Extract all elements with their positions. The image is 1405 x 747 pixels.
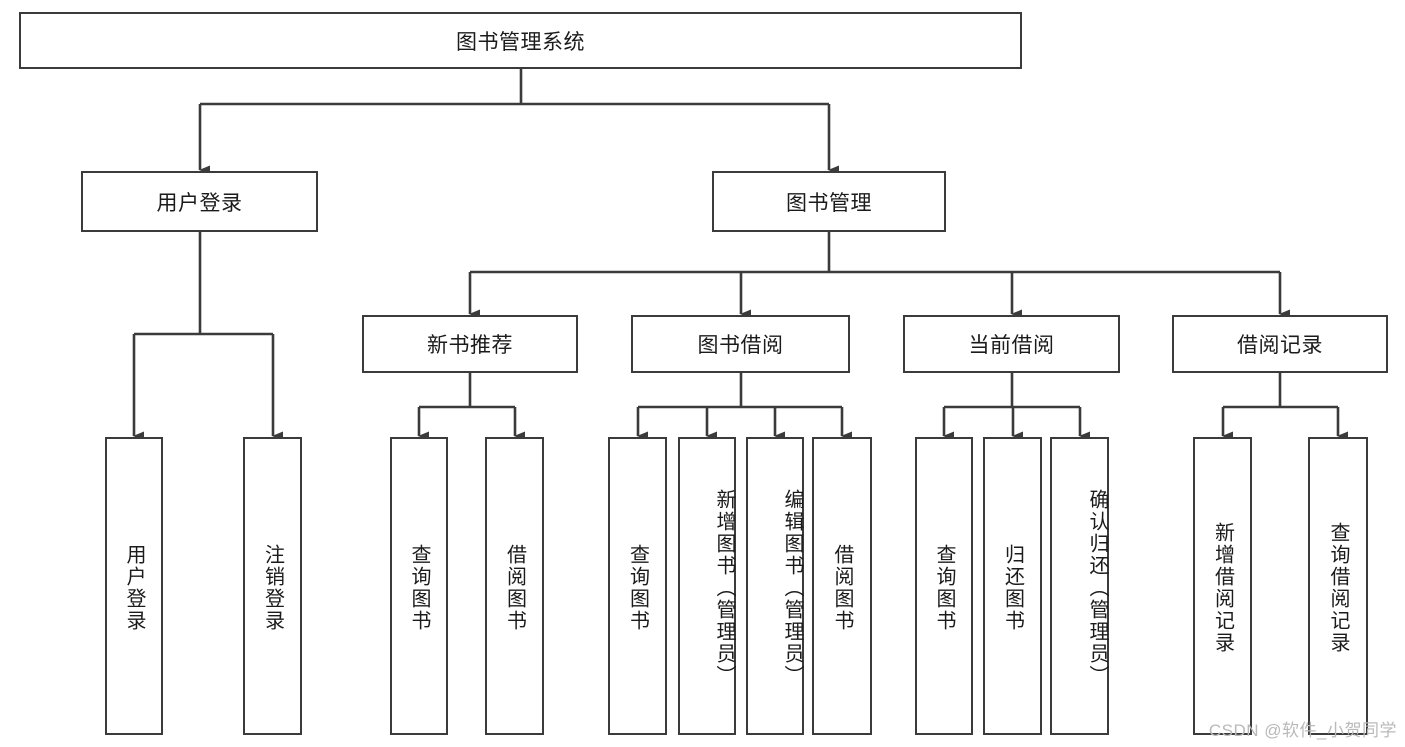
node-label-leaf-bb-borrow: 借阅图书	[831, 544, 853, 632]
node-label-leaf-logout: 注销登录	[261, 544, 284, 632]
node-leaf-bb-borrow[interactable]: 借阅图书	[812, 437, 872, 735]
node-leaf-user-login[interactable]: 用户登录	[105, 437, 163, 735]
node-label-leaf-bb-add: 新增图书（管理员）	[713, 489, 735, 687]
node-label-leaf-rec-query: 查询图书	[408, 544, 430, 632]
node-l2-book-mgmt[interactable]: 图书管理	[712, 171, 946, 232]
node-l3-current-borrow[interactable]: 当前借阅	[903, 315, 1120, 373]
node-l2-user-login[interactable]: 用户登录	[81, 171, 318, 232]
node-label-l2-book-mgmt: 图书管理	[786, 191, 872, 215]
node-label-l2-user-login: 用户登录	[156, 191, 243, 215]
node-label-leaf-cb-confirm: 确认归还（管理员）	[1086, 489, 1108, 687]
node-leaf-rec-query[interactable]: 查询图书	[390, 437, 448, 735]
node-leaf-cb-confirm[interactable]: 确认归还（管理员）	[1050, 437, 1109, 735]
node-label-l3-current-borrow: 当前借阅	[968, 334, 1055, 357]
csdn-watermark: CSDN @软件_小贺同学	[1208, 721, 1397, 740]
node-leaf-br-add[interactable]: 新增借阅记录	[1193, 437, 1252, 735]
node-leaf-cb-query[interactable]: 查询图书	[915, 437, 973, 735]
node-leaf-cb-return[interactable]: 归还图书	[983, 437, 1042, 735]
node-label-leaf-rec-borrow: 借阅图书	[503, 544, 526, 632]
node-leaf-bb-edit[interactable]: 编辑图书（管理员）	[746, 437, 804, 735]
node-label-l3-book-borrow: 图书借阅	[697, 334, 784, 357]
node-label-root: 图书管理系统	[456, 30, 585, 54]
node-leaf-rec-borrow[interactable]: 借阅图书	[485, 437, 544, 735]
node-label-leaf-br-query: 查询借阅记录	[1327, 522, 1349, 654]
node-label-l3-new-book-rec: 新书推荐	[427, 334, 513, 357]
node-label-leaf-bb-edit: 编辑图书（管理员）	[781, 489, 803, 687]
node-leaf-bb-add[interactable]: 新增图书（管理员）	[678, 437, 736, 735]
node-label-leaf-cb-return: 归还图书	[1001, 544, 1024, 632]
node-label-leaf-br-add: 新增借阅记录	[1211, 522, 1234, 654]
node-label-leaf-user-login: 用户登录	[123, 544, 145, 632]
node-leaf-br-query[interactable]: 查询借阅记录	[1308, 437, 1368, 735]
node-leaf-bb-query[interactable]: 查询图书	[608, 437, 667, 735]
node-l3-borrow-record[interactable]: 借阅记录	[1172, 315, 1388, 373]
node-l3-book-borrow[interactable]: 图书借阅	[631, 315, 850, 373]
node-label-l3-borrow-record: 借阅记录	[1237, 334, 1323, 357]
node-leaf-logout[interactable]: 注销登录	[243, 437, 302, 735]
node-label-leaf-cb-query: 查询图书	[933, 544, 955, 632]
node-label-leaf-bb-query: 查询图书	[626, 544, 649, 632]
node-l3-new-book-rec[interactable]: 新书推荐	[362, 315, 578, 373]
node-root[interactable]: 图书管理系统	[19, 12, 1022, 69]
